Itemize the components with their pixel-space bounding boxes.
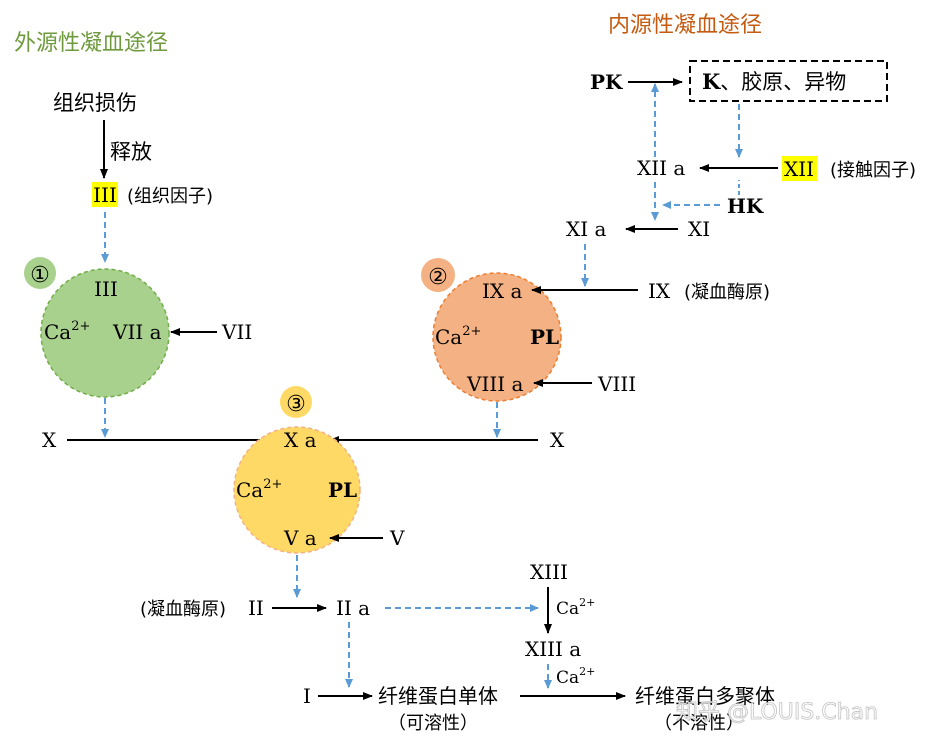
marker-1-bg (24, 257, 56, 289)
iia-label: II a (336, 596, 370, 620)
x-left-label: X (42, 428, 57, 452)
marker-2-bg (421, 258, 455, 292)
c1-calcium: Ca2+ (44, 319, 90, 344)
factor3-label: III (93, 183, 117, 207)
xiiia-calcium: Ca2+ (556, 665, 595, 688)
factor3-note: (组织因子) (127, 186, 213, 207)
pk-label: PK (590, 70, 623, 94)
activator-box-label: K、胶原、异物 (702, 69, 846, 94)
v-label: V (389, 526, 405, 550)
xiii-label: XIII (530, 560, 568, 584)
ix-label: IX (648, 279, 671, 303)
hk-label: HK (727, 194, 764, 218)
xiii-a-label: XIII a (525, 637, 581, 661)
xii-a-label: XII a (637, 156, 685, 180)
i-label: I (303, 684, 311, 708)
complex-circle-2 (432, 272, 562, 402)
marker-2: ② (428, 265, 448, 290)
soluble-label: （可溶性） (388, 713, 478, 734)
c2-pl: PL (530, 325, 559, 349)
fibrin-polymer-label: 纤维蛋白多聚体 (635, 684, 775, 708)
release-label: 释放 (110, 140, 152, 164)
c3-xa: X a (284, 428, 317, 452)
c2-viii-a: VIII a (466, 372, 524, 396)
fibrin-monomer-label: 纤维蛋白单体 (378, 684, 498, 708)
c2-ix-a: IX a (482, 279, 522, 303)
extrinsic-title: 外源性凝血途径 (14, 31, 168, 56)
marker-3-bg (280, 386, 312, 418)
activator-box (689, 60, 888, 102)
xi-label: XI (688, 217, 710, 241)
c3-pl: PL (328, 478, 357, 502)
ii-label: II (248, 596, 264, 620)
vii-label: VII (221, 320, 252, 344)
insoluble-label: （不溶性） (654, 713, 744, 734)
complex-circle-1 (40, 268, 170, 398)
c3-calcium: Ca2+ (236, 477, 282, 502)
x-right-label: X (550, 428, 565, 452)
viii-label: VIII (597, 372, 636, 396)
complex-circle-3 (233, 426, 361, 554)
intrinsic-title: 内源性凝血途径 (608, 13, 762, 38)
xii-label: XII (784, 157, 814, 181)
marker-1: ① (30, 263, 50, 288)
xiii-calcium: Ca2+ (556, 596, 595, 619)
c3-va: V a (283, 526, 317, 550)
c1-factor3: III (94, 277, 118, 301)
xii-highlight (782, 156, 817, 181)
c1-vii-a: VII a (112, 320, 162, 344)
ix-note: (凝血酶原) (684, 282, 770, 303)
ii-note: (凝血酶原) (140, 599, 226, 620)
factor3-highlight (92, 182, 118, 207)
xii-note: (接触因子) (830, 160, 916, 181)
tissue-injury-label: 组织损伤 (53, 91, 137, 115)
c2-calcium: Ca2+ (435, 324, 481, 349)
watermark: 知乎 @LOUIS.Chan (676, 700, 878, 725)
marker-3: ③ (286, 392, 306, 417)
xi-a-label: XI a (566, 217, 606, 241)
